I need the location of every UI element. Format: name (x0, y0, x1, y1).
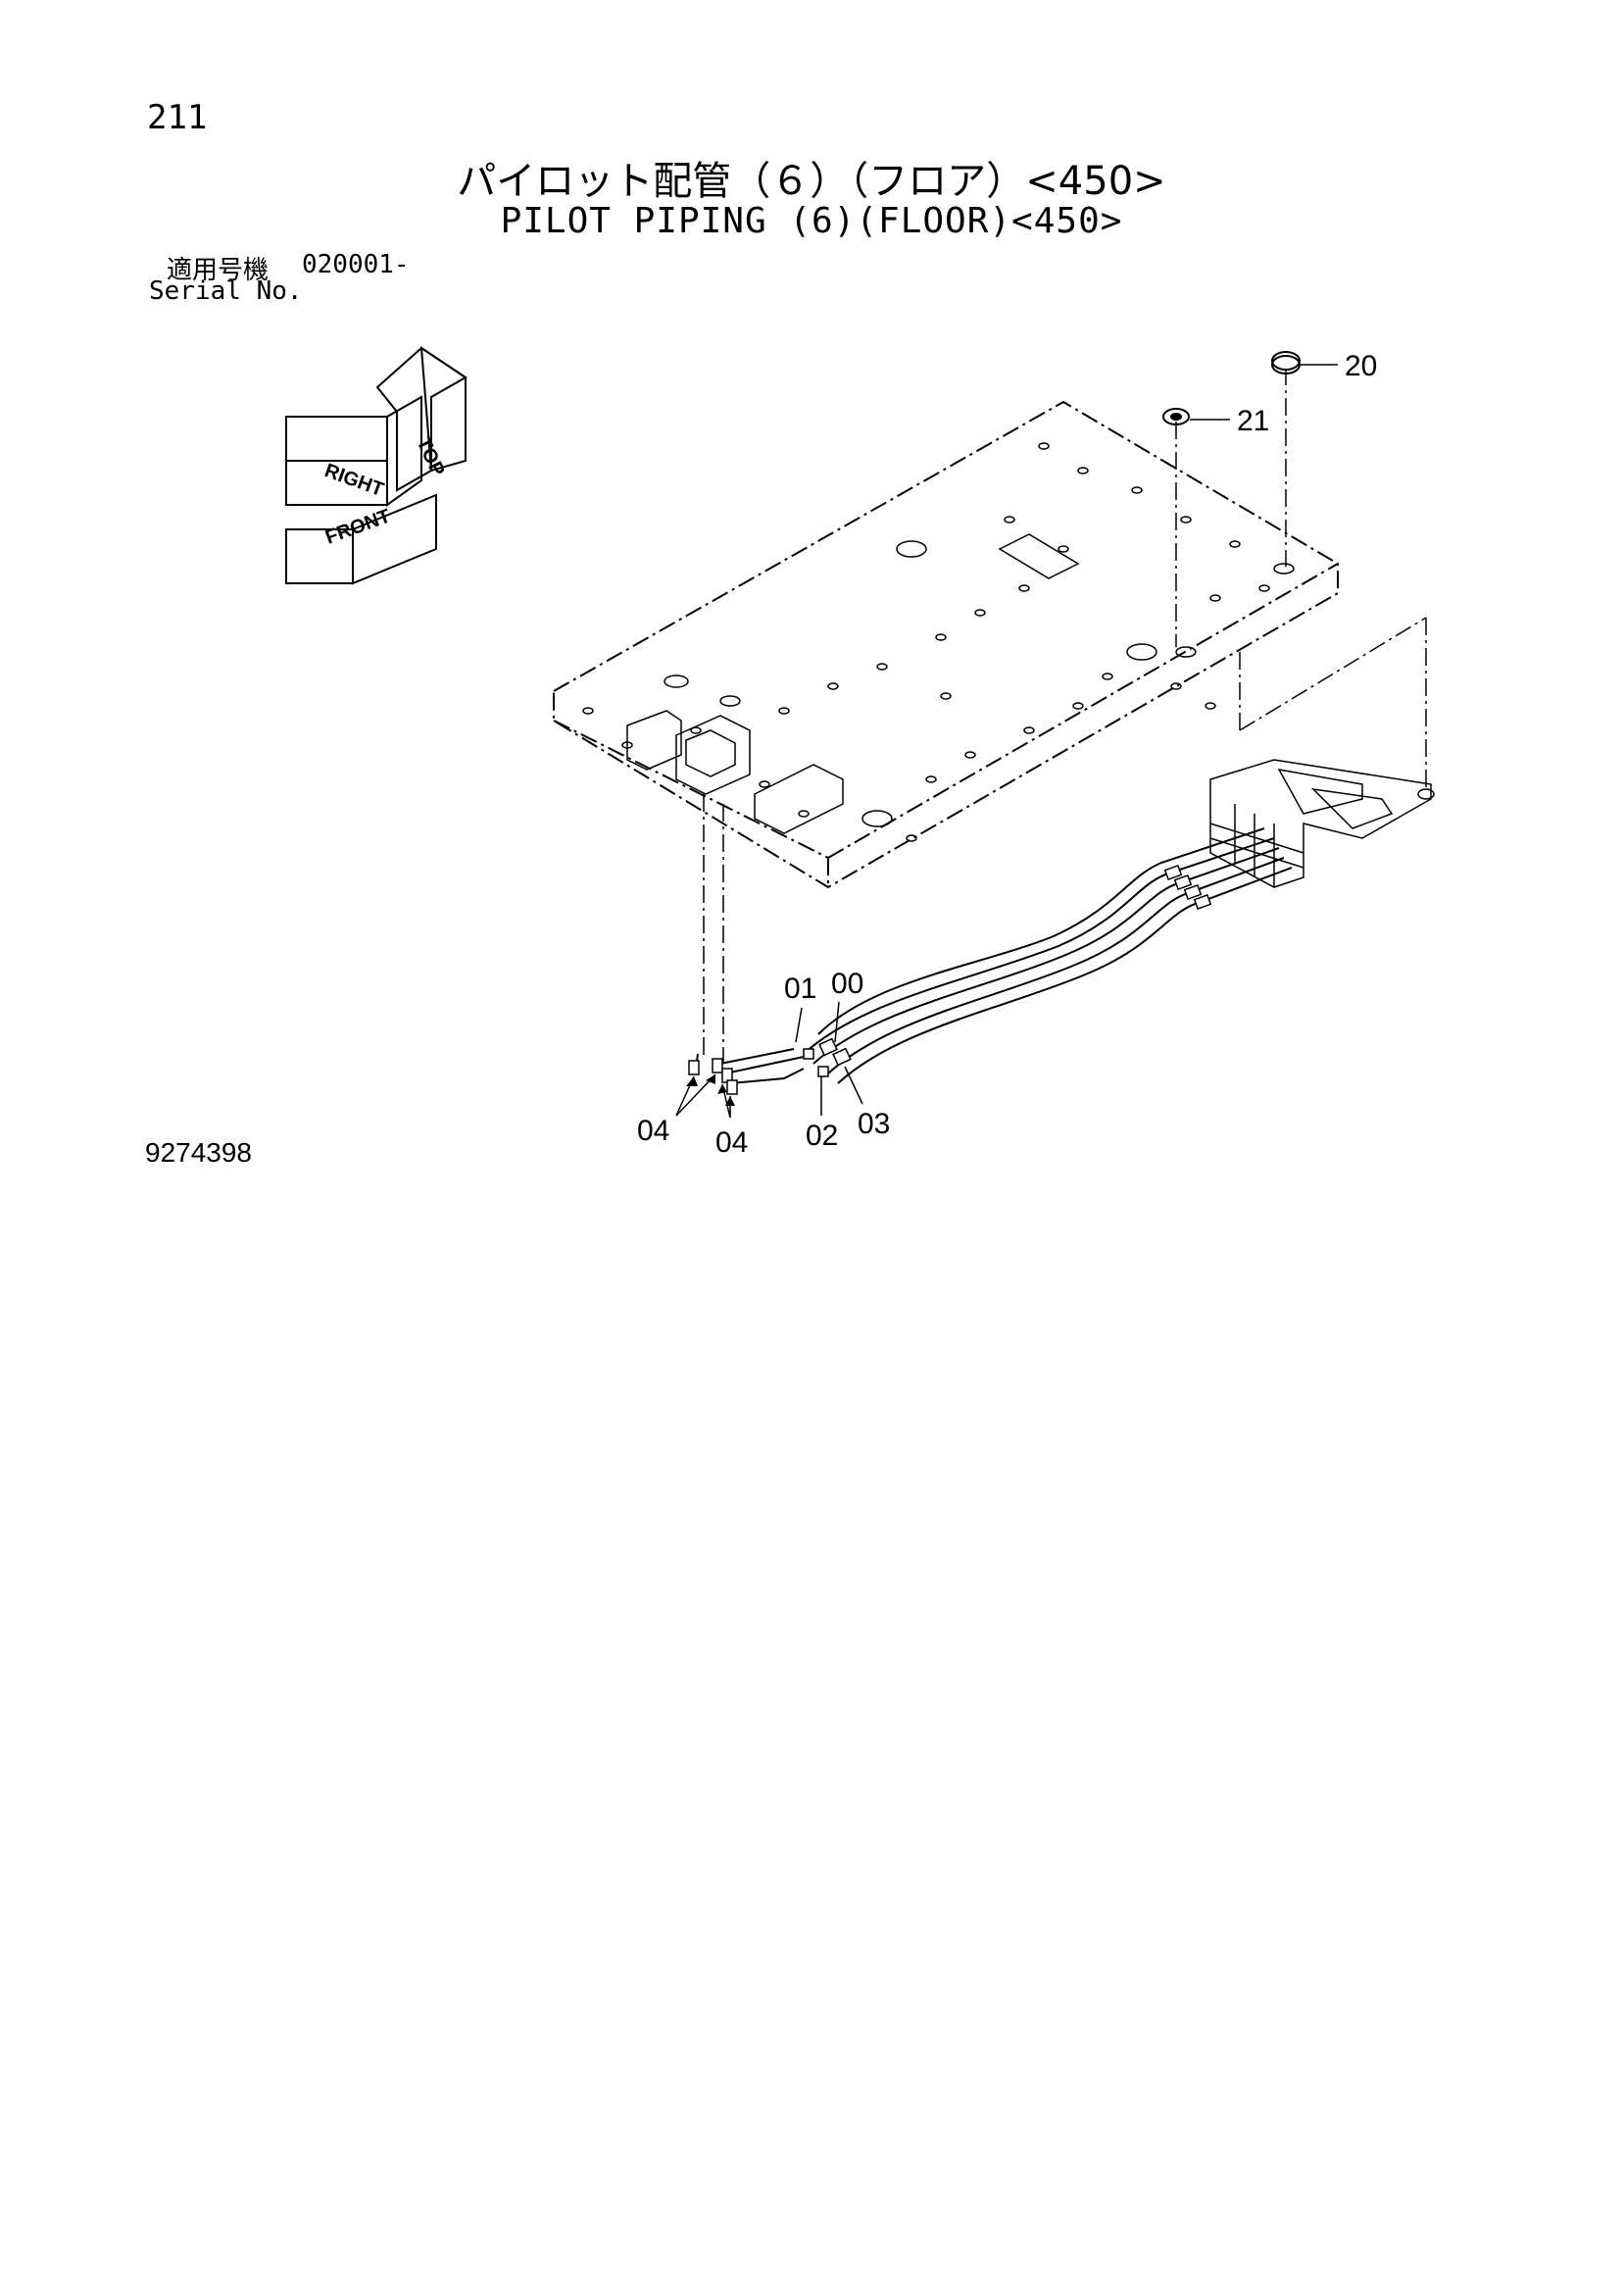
floor-plate-edge-right (827, 563, 1339, 859)
hose-3 (827, 857, 1285, 1074)
leader-01 (795, 1007, 803, 1043)
callout-04-left: 04 (637, 1115, 669, 1147)
serial-label-japanese: 適用号機 (167, 256, 270, 285)
hose-5 (817, 827, 1265, 1035)
callout-03: 03 (858, 1108, 890, 1140)
fittings-part-04 (688, 1058, 738, 1095)
leader-bracket-diag (1239, 617, 1427, 731)
leader-lines (703, 368, 1427, 1064)
floor-plate-edge-front (553, 720, 829, 859)
orient-top-side (419, 346, 467, 473)
floor-plate-outline (553, 400, 1339, 889)
callout-arrowheads (686, 1074, 735, 1106)
orient-front-side (352, 493, 437, 585)
callout-20: 20 (1345, 350, 1377, 382)
serial-value: 020001- (302, 250, 410, 279)
pilot-hoses (803, 827, 1293, 1084)
orient-front-label: FRONT (322, 505, 393, 548)
drawing-number: 9274398 (145, 1137, 253, 1168)
grommet-part-21 (1162, 408, 1190, 425)
page-number: 211 (147, 98, 208, 137)
hose-fittings-right (1163, 864, 1212, 911)
floor-plate-slot (998, 533, 1080, 579)
short-hose-2 (724, 1056, 805, 1074)
callout-01: 01 (784, 973, 816, 1005)
hose-1 (803, 837, 1275, 1055)
lower-fittings (803, 1037, 852, 1077)
valve-bracket (626, 710, 844, 834)
short-hose-3 (729, 1068, 805, 1084)
hose-2 (812, 847, 1280, 1065)
title-english: PILOT PIPING (6)(FLOOR)<450> (500, 201, 1123, 241)
callout-04-right: 04 (715, 1126, 748, 1159)
orientation-indicator (285, 346, 467, 585)
callout-00: 00 (831, 968, 863, 1000)
hose-4 (837, 867, 1293, 1084)
orient-right-side (386, 395, 422, 507)
plug-part-20 (1271, 351, 1301, 374)
leader-03 (844, 1066, 863, 1105)
serial-label-english: Serial No. (149, 276, 303, 306)
floor-plate (553, 400, 1339, 889)
parts-diagram: TOP RIGHT FRONT (285, 346, 1435, 1159)
short-hose-1 (719, 1048, 795, 1065)
callout-21: 21 (1237, 405, 1269, 437)
floor-plate-holes (582, 442, 1295, 842)
orient-right-label: RIGHT (321, 460, 386, 501)
control-valve-bracket (1209, 759, 1435, 888)
orient-top-label: TOP (412, 434, 448, 479)
orient-right-box (285, 416, 388, 462)
leader-00 (834, 1001, 840, 1043)
title-japanese: パイロット配管（６）（フロア）<450> (457, 159, 1166, 204)
callout-02: 02 (806, 1120, 838, 1152)
